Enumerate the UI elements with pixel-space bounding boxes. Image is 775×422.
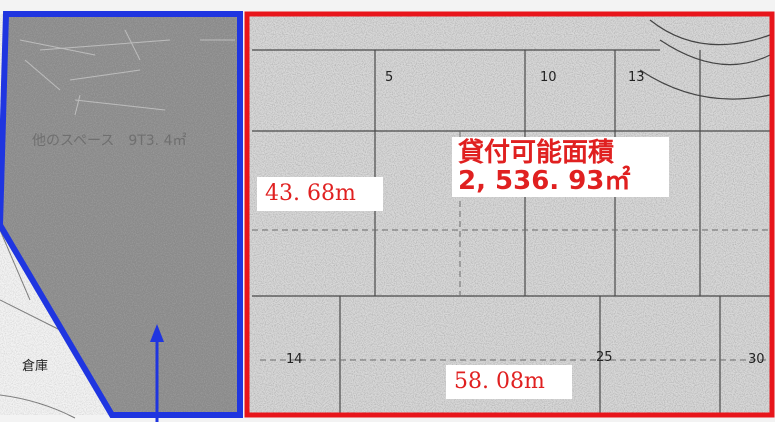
top-right-curves xyxy=(639,19,771,100)
parcel-number: 13 xyxy=(628,70,645,85)
parcel-number: 25 xyxy=(596,350,613,365)
parcel-lines xyxy=(252,49,772,415)
other-space-label: 他のスペース 9T3. 4㎡ xyxy=(32,133,187,149)
lease-area-label: 貸付可能面積 2, 536. 93㎡ xyxy=(452,137,669,197)
parcel-number: 14 xyxy=(286,352,303,367)
parcel-number: 5 xyxy=(385,70,394,85)
other-space-lines xyxy=(19,29,235,116)
arrow-up-icon xyxy=(150,324,164,422)
other-space-area xyxy=(0,14,240,415)
warehouse-label: 倉庫 xyxy=(22,359,49,374)
parcel-number: 10 xyxy=(540,70,557,85)
lease-area-border xyxy=(244,11,775,418)
other-space-border xyxy=(0,11,243,418)
parcel-dashed-lines xyxy=(252,131,770,361)
height-dimension-label: 43. 68m xyxy=(257,177,383,211)
lease-area-value: 2, 536. 93㎡ xyxy=(458,166,631,196)
lease-area-title: 貸付可能面積 xyxy=(458,138,615,168)
parcel-number: 30 xyxy=(748,352,765,367)
lease-area-texture xyxy=(247,14,772,415)
width-dimension-label: 58. 08m xyxy=(446,365,572,399)
left-map-lines xyxy=(0,229,76,419)
